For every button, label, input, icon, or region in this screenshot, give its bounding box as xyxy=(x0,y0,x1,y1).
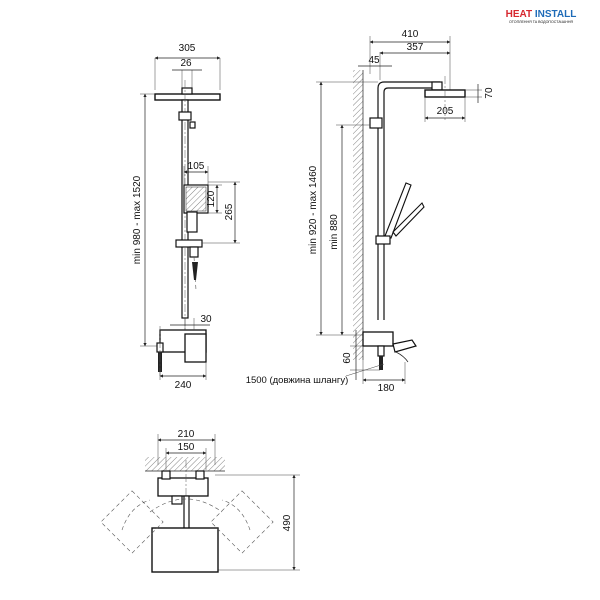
dim-hand-shower-height: 120 xyxy=(206,190,217,207)
dim-min-height: min 880 xyxy=(329,214,340,250)
dim-head-diameter: 205 xyxy=(437,106,454,117)
logo-install: INSTALL xyxy=(535,9,576,20)
dim-center-distance: 150 xyxy=(178,442,195,453)
brand-logo: HEAT INSTALL ОТОПЛЕННЯ ТА ВОДОПОСТАЧАННЯ xyxy=(506,9,577,24)
dim-projection: 180 xyxy=(378,383,395,394)
dim-front-total-height: min 980 - max 1520 xyxy=(132,175,143,264)
dim-hand-shower-width: 105 xyxy=(188,161,205,172)
top-rotated-head-left xyxy=(100,490,164,554)
logo-heat: HEAT xyxy=(506,9,535,20)
dim-arm-reach: 357 xyxy=(407,42,424,53)
dim-arm-total: 410 xyxy=(402,29,419,40)
dim-depth: 490 xyxy=(282,514,293,531)
dim-side-total-height: min 920 - max 1460 xyxy=(308,165,319,254)
dim-bottom-offset: 60 xyxy=(342,352,353,364)
dim-head-width: 305 xyxy=(179,43,196,54)
side-mixer-body xyxy=(362,331,394,347)
top-mixer-body xyxy=(157,477,209,497)
dim-base-width: 240 xyxy=(175,380,192,391)
front-shower-head xyxy=(154,93,221,101)
dim-holder-height: 265 xyxy=(224,203,235,220)
svg-text:HEAT INSTALL: HEAT INSTALL xyxy=(506,9,577,20)
top-rotated-head-right xyxy=(210,490,274,554)
dim-head-arm: 26 xyxy=(180,58,192,69)
top-view: 210 150 490 xyxy=(100,429,300,573)
dim-head-thickness: 70 xyxy=(484,87,495,99)
dim-outer-width: 210 xyxy=(178,429,195,440)
front-view: 305 26 105 120 xyxy=(132,43,240,391)
side-wall xyxy=(353,70,363,360)
hose-length-note: 1500 (довжина шлангу) xyxy=(246,375,349,386)
dim-wall-offset: 45 xyxy=(368,55,380,66)
side-view: 410 357 45 70 205 min 920 - max 1 xyxy=(246,29,495,394)
top-shower-head xyxy=(151,527,219,573)
logo-tagline: ОТОПЛЕННЯ ТА ВОДОПОСТАЧАННЯ xyxy=(509,20,573,24)
dim-spout: 30 xyxy=(200,314,212,325)
top-wall xyxy=(145,457,225,471)
